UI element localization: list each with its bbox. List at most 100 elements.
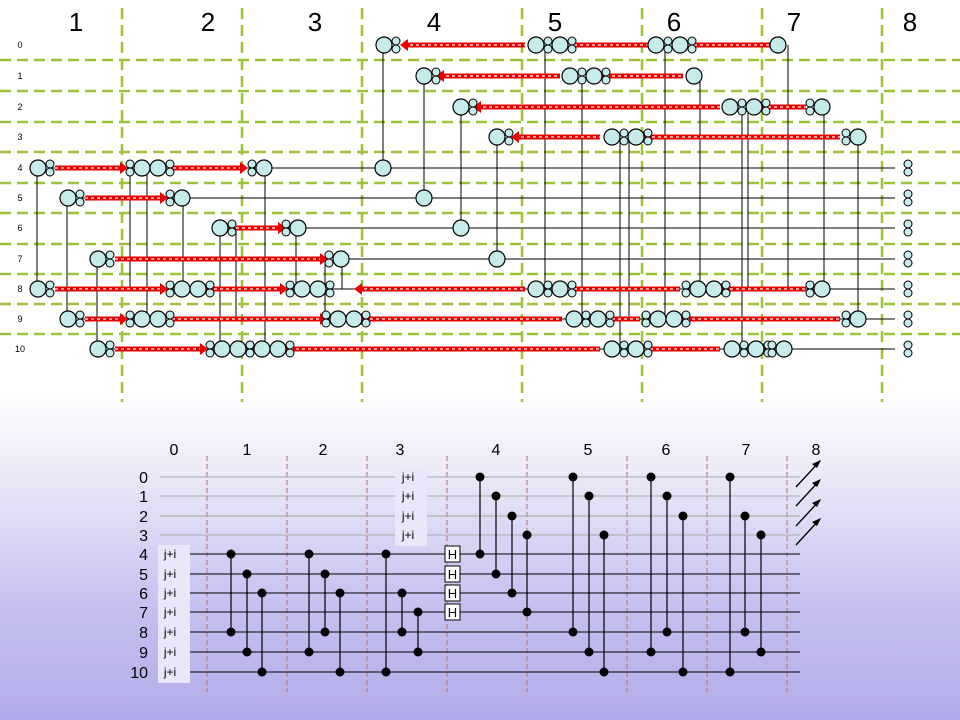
atom <box>133 310 151 328</box>
transport-arrow <box>400 39 525 51</box>
atom-pair-bottom <box>125 318 135 328</box>
arrow-head <box>436 70 444 82</box>
atom-pair-top <box>903 159 913 169</box>
arrow-head <box>200 343 208 355</box>
transport-arrow <box>167 162 248 174</box>
atom <box>721 98 739 116</box>
atom-pair-bottom <box>619 348 629 358</box>
atom <box>849 128 867 146</box>
atom-pair-bottom <box>903 288 913 298</box>
atom <box>149 310 167 328</box>
top-grid <box>0 8 960 402</box>
hadamard-gate <box>444 545 461 563</box>
circuit-row-label: 8 <box>139 625 148 642</box>
atom <box>452 219 470 237</box>
atom <box>211 219 229 237</box>
atom-pair-top <box>841 310 851 320</box>
atom <box>59 189 77 207</box>
atom <box>229 340 247 358</box>
atom-pair-top <box>468 98 478 108</box>
atom-pair-top <box>903 310 913 320</box>
atom-pair-top <box>903 250 913 260</box>
atom-pair-top <box>227 219 237 229</box>
transport-arrow <box>115 343 208 355</box>
circuit-column-label: 2 <box>319 442 328 459</box>
atom <box>551 280 569 298</box>
top-column-label: 1 <box>69 7 83 37</box>
atom-pair-top <box>324 250 334 260</box>
control-dot <box>381 667 391 677</box>
atom-pair-bottom <box>841 136 851 146</box>
atom-pair-bottom <box>45 167 55 177</box>
top-atoms <box>29 36 913 358</box>
hadamard-label: H <box>448 567 457 582</box>
top-column-label: 4 <box>427 7 441 37</box>
atom-pair-bottom <box>761 106 771 116</box>
transport-arrow <box>354 313 562 325</box>
control-dot <box>381 549 391 559</box>
atom-pair-top <box>663 36 673 46</box>
atom <box>309 280 327 298</box>
atom-pair-bottom <box>125 167 135 177</box>
atom-pair-bottom <box>468 106 478 116</box>
atom <box>813 280 831 298</box>
measurement-arrowhead <box>812 518 821 526</box>
atom-pair-bottom <box>663 44 673 54</box>
atom <box>89 340 107 358</box>
atom-pair-top <box>805 280 815 290</box>
atom <box>415 67 433 85</box>
top-row-label: 0 <box>17 40 22 50</box>
atom-pair-bottom <box>641 318 651 328</box>
atom-pair-bottom <box>681 318 691 328</box>
init-label: j+i <box>163 645 176 659</box>
atom-pair-bottom <box>805 288 815 298</box>
atom <box>565 310 583 328</box>
control-dot <box>584 491 594 501</box>
atom <box>293 280 311 298</box>
top-row-label: 4 <box>17 163 22 173</box>
atom-pair-top <box>285 340 295 350</box>
atom-pair-bottom <box>45 288 55 298</box>
transport-arrow <box>85 313 128 325</box>
atom-pair-top <box>45 280 55 290</box>
control-dot <box>491 569 501 579</box>
control-dot <box>397 627 407 637</box>
atom-pair-bottom <box>903 318 913 328</box>
circuit-column-label: 8 <box>812 442 821 459</box>
atom-pair-bottom <box>721 288 731 298</box>
control-dot <box>678 667 688 677</box>
atom-pair-top <box>739 340 749 350</box>
control-dot <box>678 511 688 521</box>
top-column-label: 3 <box>308 7 322 37</box>
atom-pair-bottom <box>324 258 334 268</box>
atom-pair-bottom <box>739 348 749 358</box>
atom <box>289 219 307 237</box>
hadamard-label: H <box>448 547 457 562</box>
atom-pair-bottom <box>105 348 115 358</box>
control-dot <box>599 530 609 540</box>
atom <box>173 189 191 207</box>
atom-pair-top <box>543 36 553 46</box>
control-dot <box>413 647 423 657</box>
atom <box>29 280 47 298</box>
control-dot <box>226 549 236 559</box>
init-box-top <box>395 466 427 546</box>
atom-pair-top <box>45 159 55 169</box>
control-dot <box>740 511 750 521</box>
atom <box>488 250 506 268</box>
init-label: j+i <box>163 547 176 561</box>
atom-pair-top <box>321 310 331 320</box>
circuit-row-label: 3 <box>139 528 148 545</box>
atom-pair-top <box>125 310 135 320</box>
atom-pair-top <box>245 340 255 350</box>
atom <box>775 340 793 358</box>
atom-pair-bottom <box>247 167 257 177</box>
atom-pair-top <box>247 159 257 169</box>
atom-pair-top <box>681 280 691 290</box>
atom-pair-top <box>903 189 913 199</box>
transport-arrow <box>55 162 128 174</box>
top-column-label: 2 <box>201 7 215 37</box>
atom <box>133 159 151 177</box>
control-dot <box>475 549 485 559</box>
